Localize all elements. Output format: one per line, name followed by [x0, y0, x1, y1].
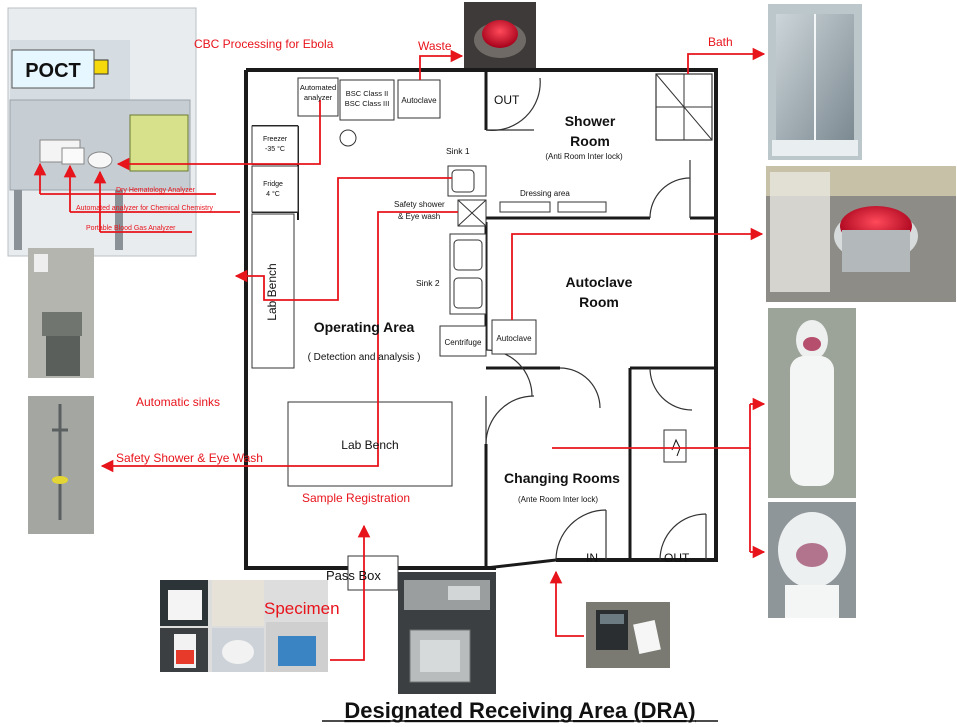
sink2-label: Sink 2 — [416, 278, 440, 288]
blood-gas-label: Portable Blood Gas Analyzer — [86, 225, 176, 232]
sink2-box — [449, 233, 487, 315]
arrow-autoclave-to-photo — [511, 227, 764, 320]
freezer-label-1: Freezer — [263, 136, 288, 143]
fridge-label-2: 4 °C — [266, 190, 280, 198]
bsc-box — [339, 79, 395, 121]
dressing-area-label: Dressing area — [520, 189, 570, 198]
chem-analyzer-label: Automated analyzer for Chemical Chemistr… — [76, 205, 213, 212]
ppe-respirator-photo — [768, 502, 856, 618]
poct-cabinet-photo — [7, 7, 197, 257]
lab-bench-vertical-box — [251, 213, 295, 369]
keypad-access-photo — [586, 602, 670, 668]
waste-photo — [464, 2, 536, 68]
automated-analyzer-label-2: analyzer — [304, 93, 333, 102]
automated-analyzer-box — [297, 77, 339, 117]
poct-label: POCT — [25, 60, 81, 82]
pass-box-label: Pass Box — [326, 568, 381, 583]
in-label: IN — [586, 551, 598, 565]
automated-analyzer-label-1: Automated — [300, 83, 336, 92]
sink1-label: Sink 1 — [446, 146, 470, 156]
waste-label: Waste — [418, 39, 452, 53]
exit-sign-icon — [671, 438, 681, 457]
arrow-autoclave-to-waste — [419, 49, 464, 80]
sink1-box — [447, 165, 487, 197]
arrow-changing-to-ppe — [552, 404, 751, 449]
lab-bench-vertical-label: Lab Bench — [265, 263, 279, 320]
pass-box — [347, 555, 399, 591]
dry-hematology-label: Dry Hematology Analyzer — [116, 187, 196, 194]
safety-shower-label-1: Safety shower — [394, 200, 445, 209]
centrifuge-box — [439, 325, 487, 357]
bath-label: Bath — [708, 35, 733, 49]
bsc-label-1: BSC Class II — [346, 89, 389, 98]
changing-interlock-label: (Ante Room Inter lock) — [518, 495, 598, 504]
outer-wall-left — [244, 70, 348, 570]
automatic-sink-photo — [28, 248, 94, 378]
autoclave-room-label-2: Room — [579, 294, 619, 310]
arrow-shower-to-photo — [100, 211, 458, 473]
freezer-box — [251, 125, 299, 165]
arrow-sink-to-photo — [234, 177, 452, 301]
bsc-label-2: BSC Class III — [345, 99, 390, 108]
out-bottom-label: OUT — [664, 551, 690, 565]
safety-shower-eye-wash-label: Safety Shower & Eye Wash — [116, 451, 263, 465]
sample-registration-label: Sample Registration — [302, 491, 410, 505]
outer-wall — [246, 68, 718, 562]
safety-shower-photo — [28, 396, 94, 534]
arrows — [33, 47, 766, 661]
detection-label: ( Detection and analysis ) — [308, 352, 421, 363]
lab-bench-box — [287, 401, 453, 487]
shower-stall — [655, 73, 713, 141]
sign-icon-box — [663, 429, 687, 463]
bath-photo — [768, 4, 862, 160]
lab-bench-label: Lab Bench — [341, 438, 398, 452]
autoclave-mid-label: Autoclave — [496, 334, 532, 343]
specimen-containers-photo — [160, 580, 328, 672]
arrow-keypad — [549, 570, 584, 637]
changing-rooms-label: Changing Rooms — [504, 470, 620, 486]
fridge-label-1: Fridge — [263, 181, 283, 188]
automatic-sinks-label: Automatic sinks — [136, 395, 220, 409]
safety-shower-label-2: & Eye wash — [398, 212, 440, 221]
dressing-bench-2 — [557, 201, 607, 213]
equipment — [251, 77, 687, 591]
autoclave-top-label: Autoclave — [401, 96, 437, 105]
diagram-title: Designated Receiving Area (DRA) — [344, 698, 695, 723]
autoclave-room-label-1: Autoclave — [566, 274, 633, 290]
ppe-full-suit-photo — [768, 308, 856, 498]
floor-drain-icon — [339, 129, 357, 147]
autoclave-mid-box — [491, 319, 537, 355]
specimen-label: Specimen — [264, 599, 340, 618]
freezer-label-2: -35 °C — [265, 145, 285, 153]
shower-room-label-1: Shower — [565, 113, 616, 129]
cbc-processing-label: CBC Processing for Ebola — [194, 37, 334, 51]
centrifuge-label: Centrifuge — [445, 338, 482, 347]
operating-area-label: Operating Area — [314, 319, 415, 335]
autoclave-photo — [766, 166, 956, 302]
doors — [485, 77, 707, 561]
autoclave-top-box — [397, 79, 441, 119]
shower-interlock-label: (Anti Room Inter lock) — [545, 152, 623, 161]
fridge-box — [251, 165, 299, 213]
out-top-label: OUT — [494, 93, 520, 107]
poct-label-box: POCT — [11, 49, 95, 89]
arrow-shower-to-bath — [687, 47, 766, 74]
shower-room-label-2: Room — [570, 133, 610, 149]
dressing-bench-1 — [499, 201, 551, 213]
arrow-analyzer-to-poct — [116, 100, 321, 171]
pass-box-photo — [398, 572, 496, 694]
arrow-specimen-to-passbox — [330, 524, 371, 661]
